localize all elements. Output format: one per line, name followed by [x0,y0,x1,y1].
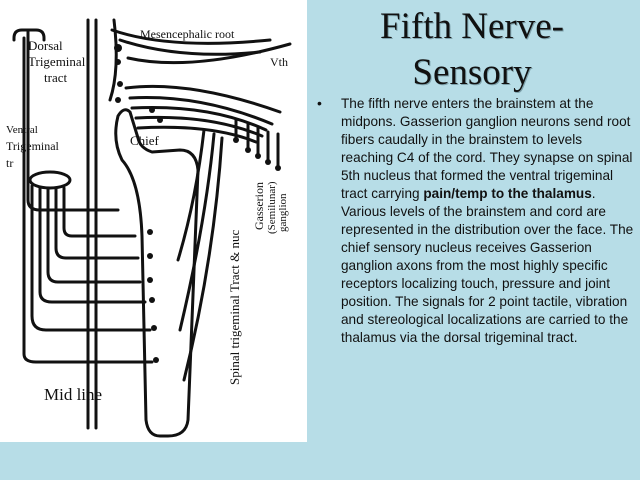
label-chief: Chief [130,133,160,148]
ventral-tract-loop [28,170,72,190]
label-vth: Vth [270,55,288,69]
descending-fiber-3 [182,136,224,382]
slide-title: Fifth Nerve- Sensory [322,4,622,96]
mesencephalic-cell-3 [117,81,123,87]
mesencephalic-cell-1 [114,44,122,52]
mesencephalic-cell-4 [115,97,121,103]
synapse-dot-8 [153,357,159,363]
synapse-dot-7 [151,325,157,331]
label-ventral-trigeminal: Trigeminal [6,139,60,153]
ganglion-dot-2 [245,147,251,153]
bullet-marker: • [317,95,322,111]
synapse-dot-5 [147,277,153,283]
ventral-fiber-2 [38,186,147,304]
label-dorsal-tract: tract [44,70,67,85]
mesencephalic-swoop [108,18,118,102]
body-text-part-1: The fifth nerve enters the brainstem at … [341,96,633,201]
mesencephalic-line-3 [126,42,292,65]
label-spinal-tract: Spinal trigeminal Tract & nuc [227,230,242,385]
label-midline: Mid line [44,385,102,404]
body-text-part-2: . Various levels of the brainstem and co… [341,186,634,345]
spinal-nucleus-outline [114,108,200,438]
ganglion-dot-3 [255,153,261,159]
ventral-fiber-3 [46,186,142,284]
mesencephalic-line-2 [118,38,262,56]
label-dorsal-trigeminal: Trigeminal [28,54,86,69]
ganglion-dot-4 [265,159,271,165]
synapse-dot-6 [149,297,155,303]
dorsal-return-fiber [22,36,154,364]
ventral-fiber-4 [54,186,140,260]
ganglion-dot-5 [275,165,281,171]
body-bullet-item: • The fifth nerve enters the brainstem a… [316,95,634,347]
root-fiber-1 [124,84,282,114]
ventral-fiber-1 [30,184,152,332]
synapse-dot-3 [147,229,153,235]
diagram-panel: Dorsal Trigeminal tract Mesencephalic ro… [0,0,307,442]
root-fiber-4 [134,115,264,138]
label-mesencephalic-root: Mesencephalic root [140,27,235,41]
label-gasserion: Gasserion [252,182,266,230]
title-line-1: Fifth Nerve- [380,6,564,47]
descending-fiber-2 [178,132,216,332]
title-line-2: Sensory [412,52,532,93]
ganglion-dot-1 [233,137,239,143]
body-paragraph: The fifth nerve enters the brainstem at … [341,96,633,345]
label-ventral: Ventral [6,124,38,136]
label-semilunar: (Semilunar) [266,181,278,234]
synapse-dot-2 [157,117,163,123]
label-dorsal: Dorsal [28,38,63,53]
root-fiber-3 [130,106,268,132]
mesencephalic-line-1 [110,28,272,45]
ventral-fiber-5 [62,186,137,238]
descending-fiber-1 [176,128,206,262]
label-ganglion: ganglion [277,193,289,232]
trigeminal-pathway-diagram: Dorsal Trigeminal tract Mesencephalic ro… [6,18,292,438]
root-fiber-2 [128,96,274,126]
dorsal-tract-loop [12,28,46,42]
synapse-dot-1 [149,107,155,113]
synapse-dot-4 [147,253,153,259]
body-text-bold: pain/temp to the thalamus [423,186,592,201]
mesencephalic-cell-2 [115,59,121,65]
body-bullet-list: • The fifth nerve enters the brainstem a… [316,95,634,347]
label-ventral-tr: tr [6,156,13,170]
